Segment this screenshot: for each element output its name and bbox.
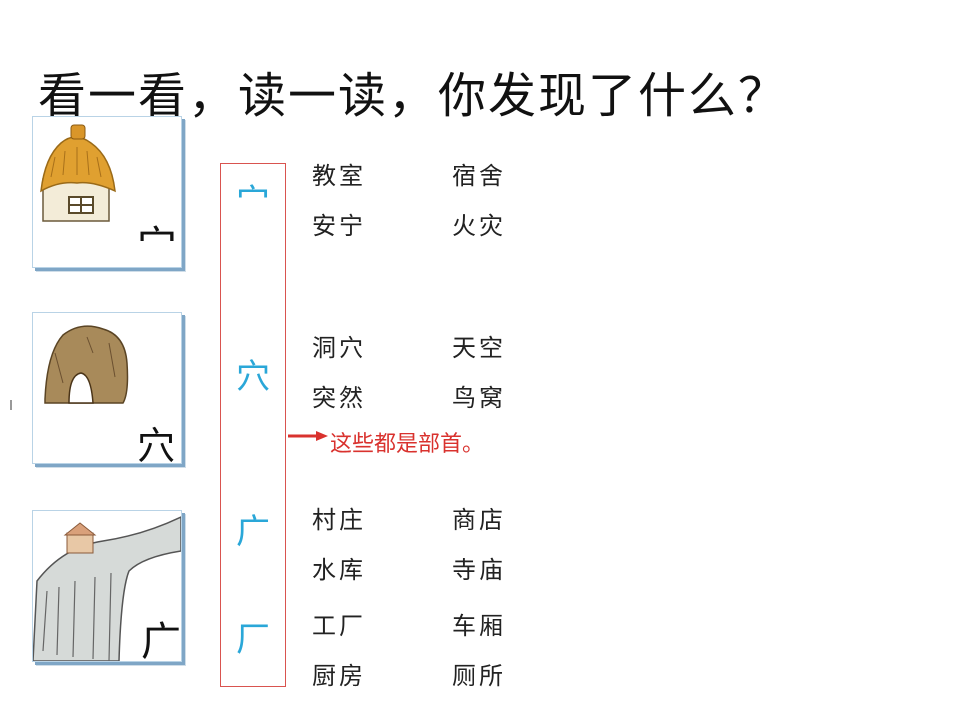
word: 村庄 bbox=[312, 506, 366, 534]
word: 火灾 bbox=[452, 212, 506, 240]
slide-marker bbox=[10, 400, 12, 410]
word: 水库 bbox=[312, 556, 366, 584]
radical-column: 宀 穴 广 厂 bbox=[220, 163, 286, 687]
card-glyph: 广 bbox=[141, 619, 181, 665]
cave-picture-card: 穴 bbox=[32, 312, 182, 468]
word: 商店 bbox=[452, 506, 506, 534]
arrow-left-icon bbox=[288, 431, 328, 441]
word: 突然 bbox=[312, 384, 366, 412]
radical-note: 这些都是部首。 bbox=[330, 432, 485, 457]
radical-guang: 广 bbox=[236, 512, 270, 552]
word: 工厂 bbox=[312, 612, 366, 640]
hut-illustration bbox=[40, 124, 116, 222]
word: 安宁 bbox=[312, 212, 366, 240]
word: 车厢 bbox=[452, 612, 506, 640]
cave-illustration bbox=[44, 325, 129, 404]
word: 洞穴 bbox=[312, 334, 366, 362]
card-glyph: 宀 bbox=[137, 223, 177, 269]
radical-chang: 厂 bbox=[236, 620, 270, 660]
word: 鸟窝 bbox=[452, 384, 506, 412]
word: 宿舍 bbox=[452, 162, 506, 190]
word: 厕所 bbox=[452, 662, 506, 690]
radical-mian: 宀 bbox=[236, 182, 270, 222]
word: 厨房 bbox=[312, 662, 366, 690]
hut-picture-card: 宀 bbox=[32, 116, 182, 269]
word: 寺庙 bbox=[452, 556, 506, 584]
page-title: 看一看，读一读，你发现了什么？ bbox=[38, 68, 789, 124]
card-glyph: 穴 bbox=[137, 424, 176, 468]
cliff-illustration bbox=[33, 516, 181, 661]
word: 天空 bbox=[452, 334, 506, 362]
cliff-picture-card: 广 bbox=[32, 510, 182, 665]
radical-xue: 穴 bbox=[236, 357, 270, 397]
word: 教室 bbox=[312, 162, 366, 190]
